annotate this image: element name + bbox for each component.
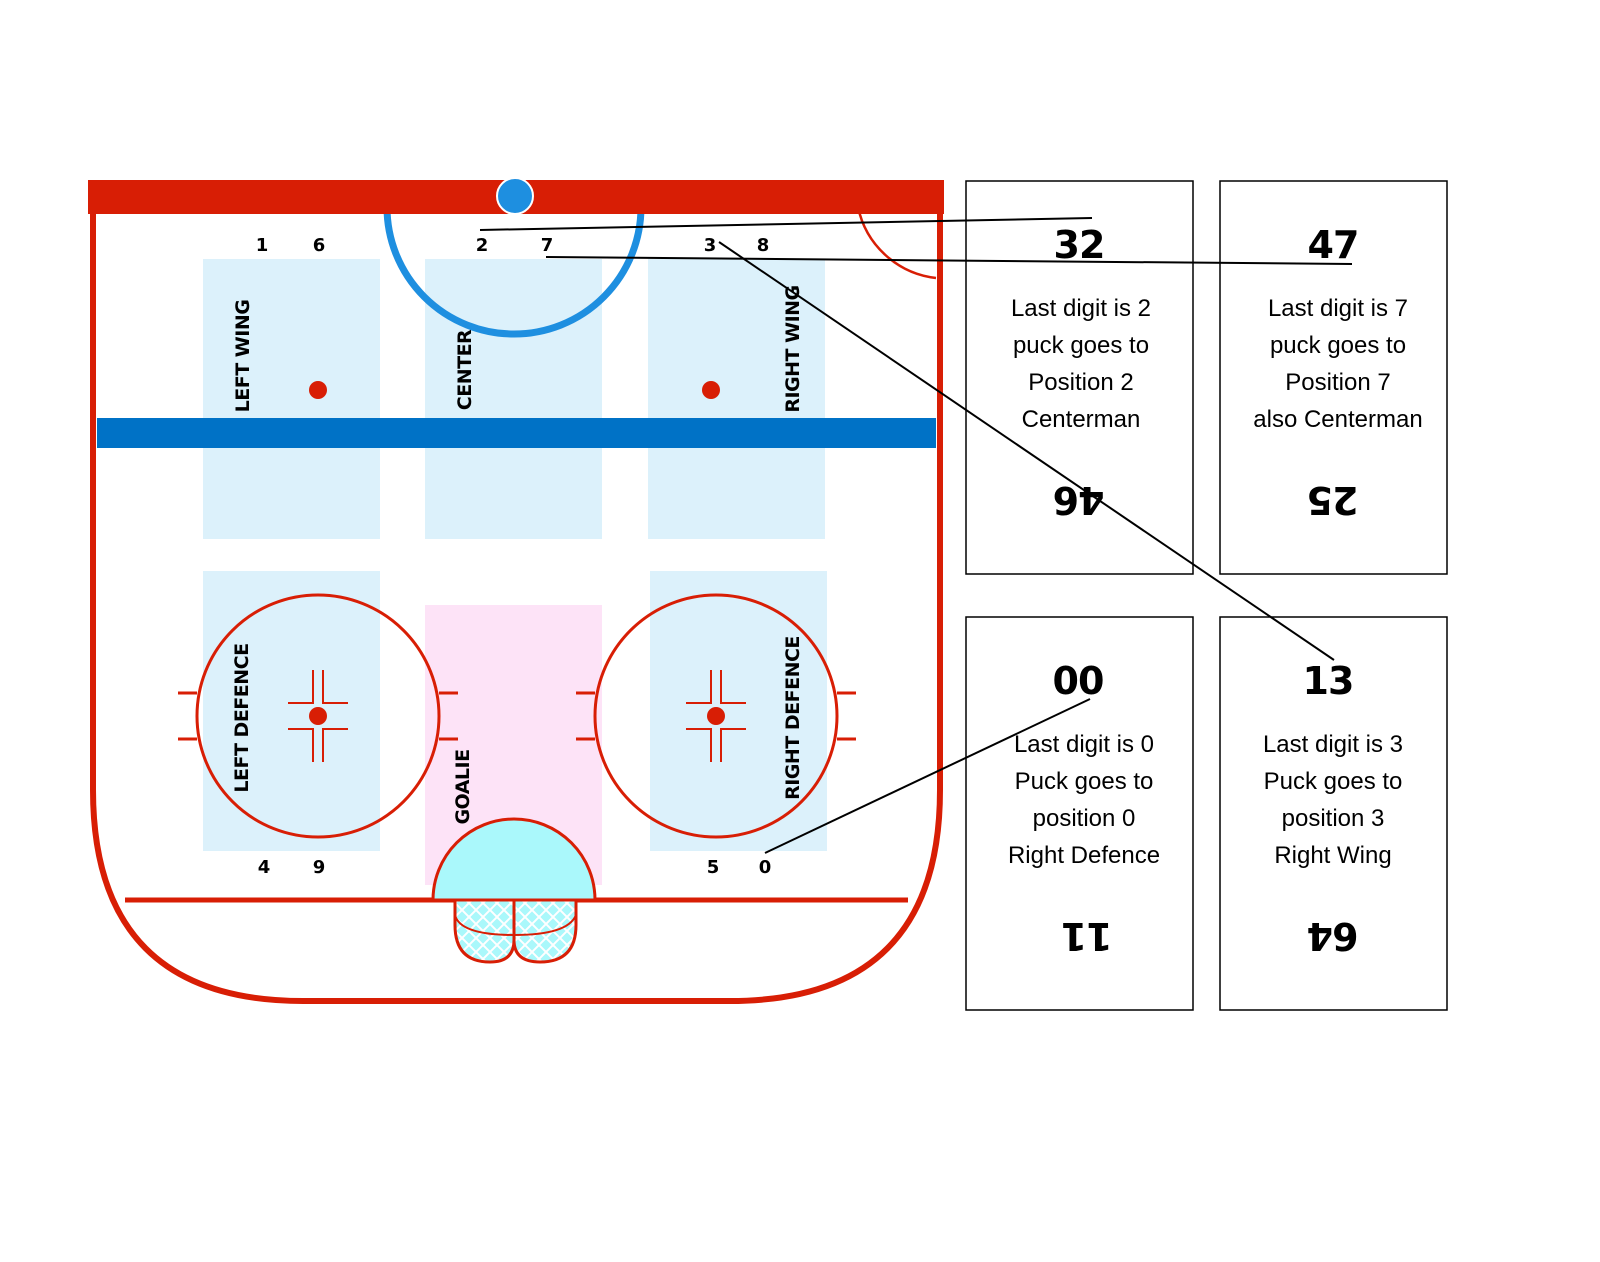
faceoff-dot-right: [702, 381, 720, 399]
right-defence-label: RIGHT DEFENCE: [782, 636, 804, 800]
card-line-1: Last digit is 0: [1014, 731, 1154, 758]
card-line-1: Last digit is 7: [1268, 295, 1408, 322]
faceoff-dot-right-defence: [707, 707, 725, 725]
connector-lines: [479, 217, 1353, 854]
faceoff-dot-center: [496, 177, 534, 215]
card-line-2: puck goes to: [1270, 332, 1406, 359]
slot-6: 6: [313, 235, 326, 256]
neutral-circle-arc: [856, 206, 937, 280]
blue-line: [97, 418, 936, 448]
right-faceoff-circle: [576, 593, 856, 839]
left-faceoff-circle: [178, 593, 458, 839]
card-line-4: Right Wing: [1274, 842, 1391, 869]
left-defence-zone: [203, 571, 380, 851]
slot-7: 7: [541, 235, 554, 256]
goalie-label: GOALIE: [452, 749, 474, 824]
card-top-number: 00: [1053, 659, 1104, 703]
card-line-1: Last digit is 3: [1263, 731, 1403, 758]
slot-0: 0: [759, 857, 772, 878]
slot-3: 3: [704, 235, 717, 256]
faceoff-dot-left: [309, 381, 327, 399]
card-line-2: Puck goes to: [1264, 768, 1403, 795]
slot-4: 4: [258, 857, 271, 878]
connector-47-to-7: [545, 256, 1353, 265]
card-line-2: puck goes to: [1013, 332, 1149, 359]
card-line-3: position 3: [1282, 805, 1385, 832]
slot-8: 8: [757, 235, 770, 256]
connector-32-to-2: [479, 217, 1093, 231]
card-line-4: also Centerman: [1253, 406, 1422, 433]
card-bottom-number: 25: [1308, 478, 1359, 522]
card-line-3: Position 2: [1028, 369, 1133, 396]
center-zone: [425, 259, 602, 539]
slot-5: 5: [707, 857, 720, 878]
card-line-4: Centerman: [1022, 406, 1141, 433]
right-wing-zone: [648, 259, 825, 539]
card-line-1: Last digit is 2: [1011, 295, 1151, 322]
card-line-3: position 0: [1033, 805, 1136, 832]
slot-2: 2: [476, 235, 489, 256]
faceoff-dot-left-defence: [309, 707, 327, 725]
card-line-2: Puck goes to: [1015, 768, 1154, 795]
card-bottom-number: 64: [1308, 914, 1359, 958]
goal-crease: [431, 817, 597, 902]
card-top-number: 32: [1054, 223, 1105, 267]
right-wing-label: RIGHT WING: [782, 285, 804, 412]
card-32: 32 Last digit is 2 puck goes to Position…: [965, 180, 1194, 575]
left-defence-label: LEFT DEFENCE: [231, 643, 253, 792]
card-top-number: 47: [1308, 223, 1359, 267]
left-wing-label: LEFT WING: [232, 300, 254, 413]
connector-00-to-0: [764, 698, 1091, 854]
card-top-number: 13: [1303, 659, 1354, 703]
center-label: CENTER: [454, 329, 476, 410]
rink-boards: [90, 200, 943, 1004]
center-ice-circle: [383, 206, 645, 338]
card-13: 13 Last digit is 3 Puck goes to position…: [1219, 616, 1448, 1011]
card-00: 00 Last digit is 0 Puck goes to position…: [965, 616, 1194, 1011]
slot-9: 9: [313, 857, 326, 878]
card-line-4: Right Defence: [1008, 842, 1160, 869]
card-47: 47 Last digit is 7 puck goes to Position…: [1219, 180, 1448, 575]
card-line-3: Position 7: [1285, 369, 1390, 396]
goal-net: [453, 898, 578, 964]
card-bottom-number: 46: [1054, 478, 1105, 522]
connector-13-to-3: [718, 241, 1335, 661]
slot-1: 1: [256, 235, 269, 256]
left-wing-zone: [203, 259, 380, 539]
card-bottom-number: 11: [1062, 914, 1113, 958]
